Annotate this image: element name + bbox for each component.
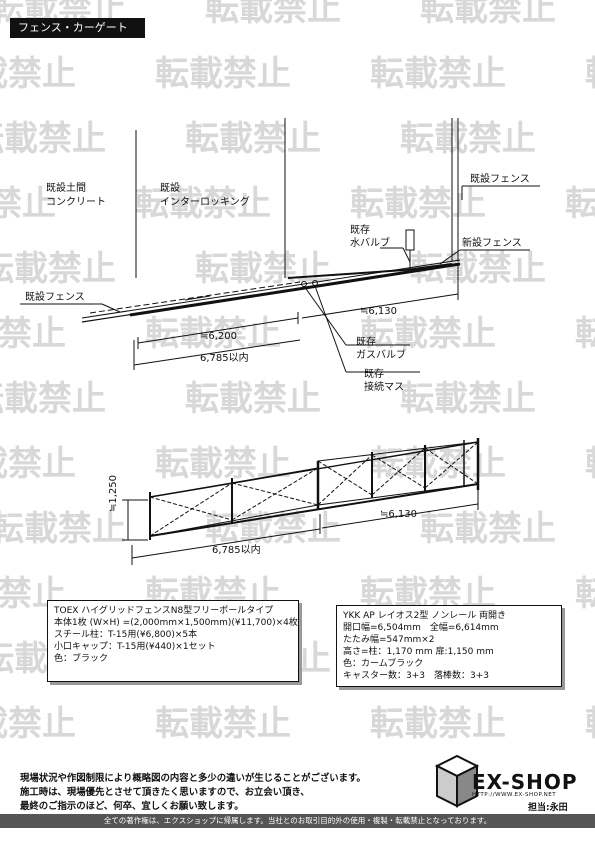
watermark-text: 転載禁止	[0, 314, 66, 354]
logo-url: HTTP://WWW.EX-SHOP.NET	[472, 792, 557, 798]
watermark-text: 転載禁止	[360, 314, 496, 354]
watermark-text: 転載禁止	[145, 314, 281, 354]
logo-icon	[434, 754, 480, 808]
gate-spec-line: たたみ幅=547mm×2	[343, 635, 435, 645]
watermark-text: 転載禁止	[0, 704, 76, 744]
water-valve-label-2: 水バルブ	[350, 238, 390, 249]
watermark-text: 転載禁止	[420, 0, 556, 29]
house-base	[287, 269, 406, 279]
joint-box-label-1: 既存	[364, 369, 384, 380]
page-title: フェンス・カーゲート	[10, 18, 145, 38]
watermark-text: 転載禁止	[155, 704, 291, 744]
elev-dim-height: ≒1,250	[108, 474, 119, 512]
watermark-text: 転載禁止	[575, 574, 595, 614]
elev-6130-line	[321, 503, 479, 529]
plan-dim-6785: 6,785以内	[200, 353, 249, 364]
paving-label-2: インターロッキング	[160, 197, 250, 208]
watermark-text: 転載禁止	[0, 444, 76, 484]
gate-spec-line: 開口幅=6,504mm 全幅=6,614mm	[343, 623, 499, 633]
watermark-text: 転載禁止	[0, 509, 126, 549]
paving-label-1: 既設	[160, 183, 180, 194]
house-edge-right	[404, 263, 453, 271]
footer-line-2: 施工時は、現場優先とさせて頂きたく思いますので、お立会い頂き、	[20, 787, 310, 798]
fence-spec-line: 本体1枚 (W×H) =(2,000mm×1,500mm)(¥11,700)×4…	[54, 618, 298, 628]
watermark-text: 転載禁止	[585, 54, 595, 94]
elevation-fence-panel-right	[317, 441, 479, 506]
watermark-text: 転載禁止	[585, 444, 595, 484]
watermark-text: 転載禁止	[0, 54, 76, 94]
watermark-text: 転載禁止	[0, 249, 116, 289]
watermark-text: 転載禁止	[350, 184, 486, 224]
watermark-text: 転載禁止	[155, 54, 291, 94]
gas-valve-label-2: ガスバルブ	[356, 350, 406, 361]
elevation-fence-panel-left	[149, 467, 319, 537]
new-fence-label: 新設フェンス	[462, 238, 522, 249]
footer-notice: 現場状況や作図制限により概略図の内容と多少の違いが生じることがございます。 施工…	[20, 772, 366, 814]
fence-line-arrow	[184, 295, 211, 301]
watermark-text: 転載禁止	[400, 119, 536, 159]
fence-line	[129, 262, 461, 317]
elev-6785-line	[131, 528, 321, 559]
watermark-text: 転載禁止	[0, 379, 106, 419]
gas-valve-label-1: 既存	[356, 337, 376, 348]
elev-dim-6130: ≒6,130	[380, 509, 418, 520]
dim-6130-line	[301, 293, 459, 319]
watermark-text: 転載禁止	[585, 704, 595, 744]
existing-fence-left-label: 既設フェンス	[25, 292, 85, 303]
fence-spec-line: スチール柱：T-15用(¥6,800)×5本	[54, 630, 198, 640]
fence-spec-line: 色：ブラック	[54, 654, 109, 664]
gate-spec-line: 色：カームブラック	[343, 659, 424, 669]
watermark-text: 転載禁止	[400, 379, 536, 419]
footer-line-3: 最終のご指示のほど、何卒、宜しくお願い致します。	[20, 801, 244, 812]
gas-leader	[303, 285, 347, 346]
watermark-text: 転載禁止	[420, 509, 556, 549]
water-valve-box	[405, 229, 415, 251]
fence-spec-line: 小口キャップ：T-15用(¥440)×1セット	[54, 642, 216, 652]
gate-spec-line: 高さ=柱：1,170 mm 扉:1,150 mm	[343, 647, 494, 657]
watermark-text: 転載禁止	[135, 184, 271, 224]
person-in-charge: 担当:永田	[528, 803, 568, 813]
watermark-text: 転載禁止	[0, 184, 56, 224]
watermark-text: 転載禁止	[370, 54, 506, 94]
dim-6200-line	[137, 317, 299, 344]
gate-spec-line: キャスター数：3+3 落棒数：3+3	[343, 671, 489, 681]
copyright-bar: 全ての著作権は、エクスショップに帰属します。当社とのお取引目的外の使用・複製・転…	[0, 814, 595, 828]
watermark-text: 転載禁止	[0, 119, 106, 159]
watermark-text: 転載禁止	[205, 0, 341, 29]
ground-label-1: 既設土間	[46, 183, 86, 194]
footer-line-1: 現場状況や作図制限により概略図の内容と多少の違いが生じることがございます。	[20, 773, 366, 784]
elev-dim-6785: 6,785以内	[212, 545, 261, 556]
watermark-text: 転載禁止	[185, 379, 321, 419]
fence-spec-line: TOEX ハイグリッドフェンスN8型フリーポールタイプ	[54, 606, 274, 616]
plan-dim-6130: ≒6,130	[360, 306, 398, 317]
boundary-line-2	[81, 259, 461, 319]
ground-label-2: コンクリート	[46, 197, 106, 208]
gate-spec-line: YKK AP レイオス2型 ノンレール 両開き	[343, 611, 507, 621]
joint-box	[312, 280, 318, 286]
watermark-text: 転載禁止	[195, 249, 331, 289]
dim-6785-line	[133, 339, 301, 366]
watermark-text: 転載禁止	[575, 314, 595, 354]
fence-spec-box: TOEX ハイグリッドフェンスN8型フリーポールタイプ 本体1枚 (W×H) =…	[47, 600, 299, 682]
water-valve-label-1: 既存	[350, 225, 370, 236]
joint-leader	[314, 285, 347, 373]
watermark-text: 転載禁止	[185, 119, 321, 159]
gate-spec-box: YKK AP レイオス2型 ノンレール 両開き 開口幅=6,504mm 全幅=6…	[336, 605, 562, 687]
watermark-text: 転載禁止	[370, 704, 506, 744]
watermark-text: 転載禁止	[565, 184, 595, 224]
existing-fence-top-label: 既設フェンス	[470, 174, 530, 185]
joint-box-label-2: 接続マス	[364, 382, 404, 393]
logo-name: EX-SHOP	[472, 770, 578, 794]
boundary-dash	[89, 281, 301, 314]
plan-dim-6200: ≒6,200	[200, 331, 238, 342]
